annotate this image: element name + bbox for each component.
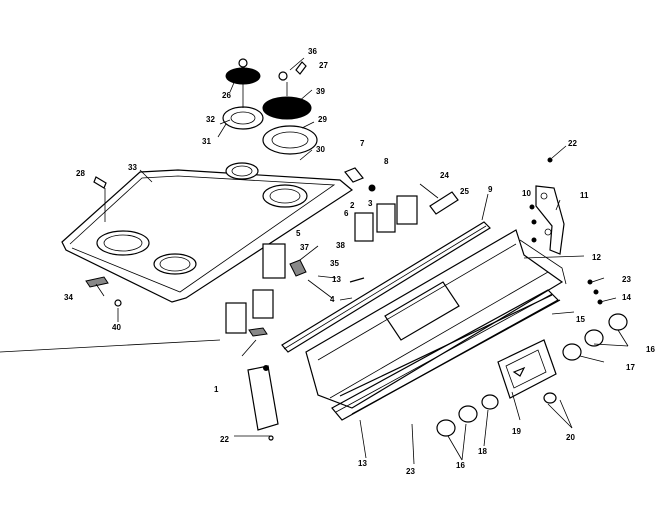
callout-label: 17 [626,363,635,372]
callout-label: 35 [330,259,339,268]
callout-label: 2 [350,201,355,210]
callout-label: 23 [622,275,631,284]
small-hardware-left [85,176,122,307]
callout-label: 1 [214,385,219,394]
callout-label: 37 [300,243,309,252]
callout-label: 16 [456,461,465,470]
callout-label: 28 [76,169,85,178]
control-panel [305,229,567,409]
clock-module [497,339,557,399]
callout-label: 29 [318,115,327,124]
callout-label: 14 [622,293,631,302]
callout-label: 20 [566,433,575,442]
callout-label: 40 [112,323,121,332]
valve-blocks [225,167,459,337]
callout-label: 18 [478,447,487,456]
callout-label: 25 [460,187,469,196]
callout-labels: 26 36 27 32 39 31 29 28 33 30 7 8 24 25 … [64,47,655,476]
callout-label: 31 [202,137,211,146]
callout-label: 4 [330,295,335,304]
callout-label: 26 [222,91,231,100]
right-bracket [529,157,603,305]
manifold-rod [281,221,491,353]
callout-label: 22 [220,435,229,444]
callout-label: 34 [64,293,73,302]
stray-line [0,339,221,353]
callout-label: 22 [568,139,577,148]
callout-label: 36 [308,47,317,56]
cooktop-panel [61,162,354,303]
callout-label: 39 [316,87,325,96]
callout-label: 23 [406,467,415,476]
callout-label: 12 [592,253,601,262]
callout-label: 13 [332,275,341,284]
callout-label: 30 [316,145,325,154]
callout-label: 15 [576,315,585,324]
control-knobs [436,313,628,437]
callout-label: 19 [512,427,521,436]
callout-label: 8 [384,157,389,166]
callout-label: 7 [360,139,365,148]
callout-label: 16 [646,345,655,354]
callout-label: 33 [128,163,137,172]
callout-label: 10 [522,189,531,198]
burner-assemblies [222,58,318,155]
callout-label: 6 [344,209,349,218]
leader-lines [95,57,629,465]
callout-label: 13 [358,459,367,468]
callout-label: 38 [336,241,345,250]
callout-label: 32 [206,115,215,124]
panel-trim [331,289,561,421]
callout-label: 27 [319,61,328,70]
callout-label: 24 [440,171,449,180]
side-bracket [247,365,279,441]
callout-label: 9 [488,185,493,194]
callout-label: 11 [580,191,589,200]
callout-label: 5 [296,229,301,238]
callout-label: 3 [368,199,373,208]
